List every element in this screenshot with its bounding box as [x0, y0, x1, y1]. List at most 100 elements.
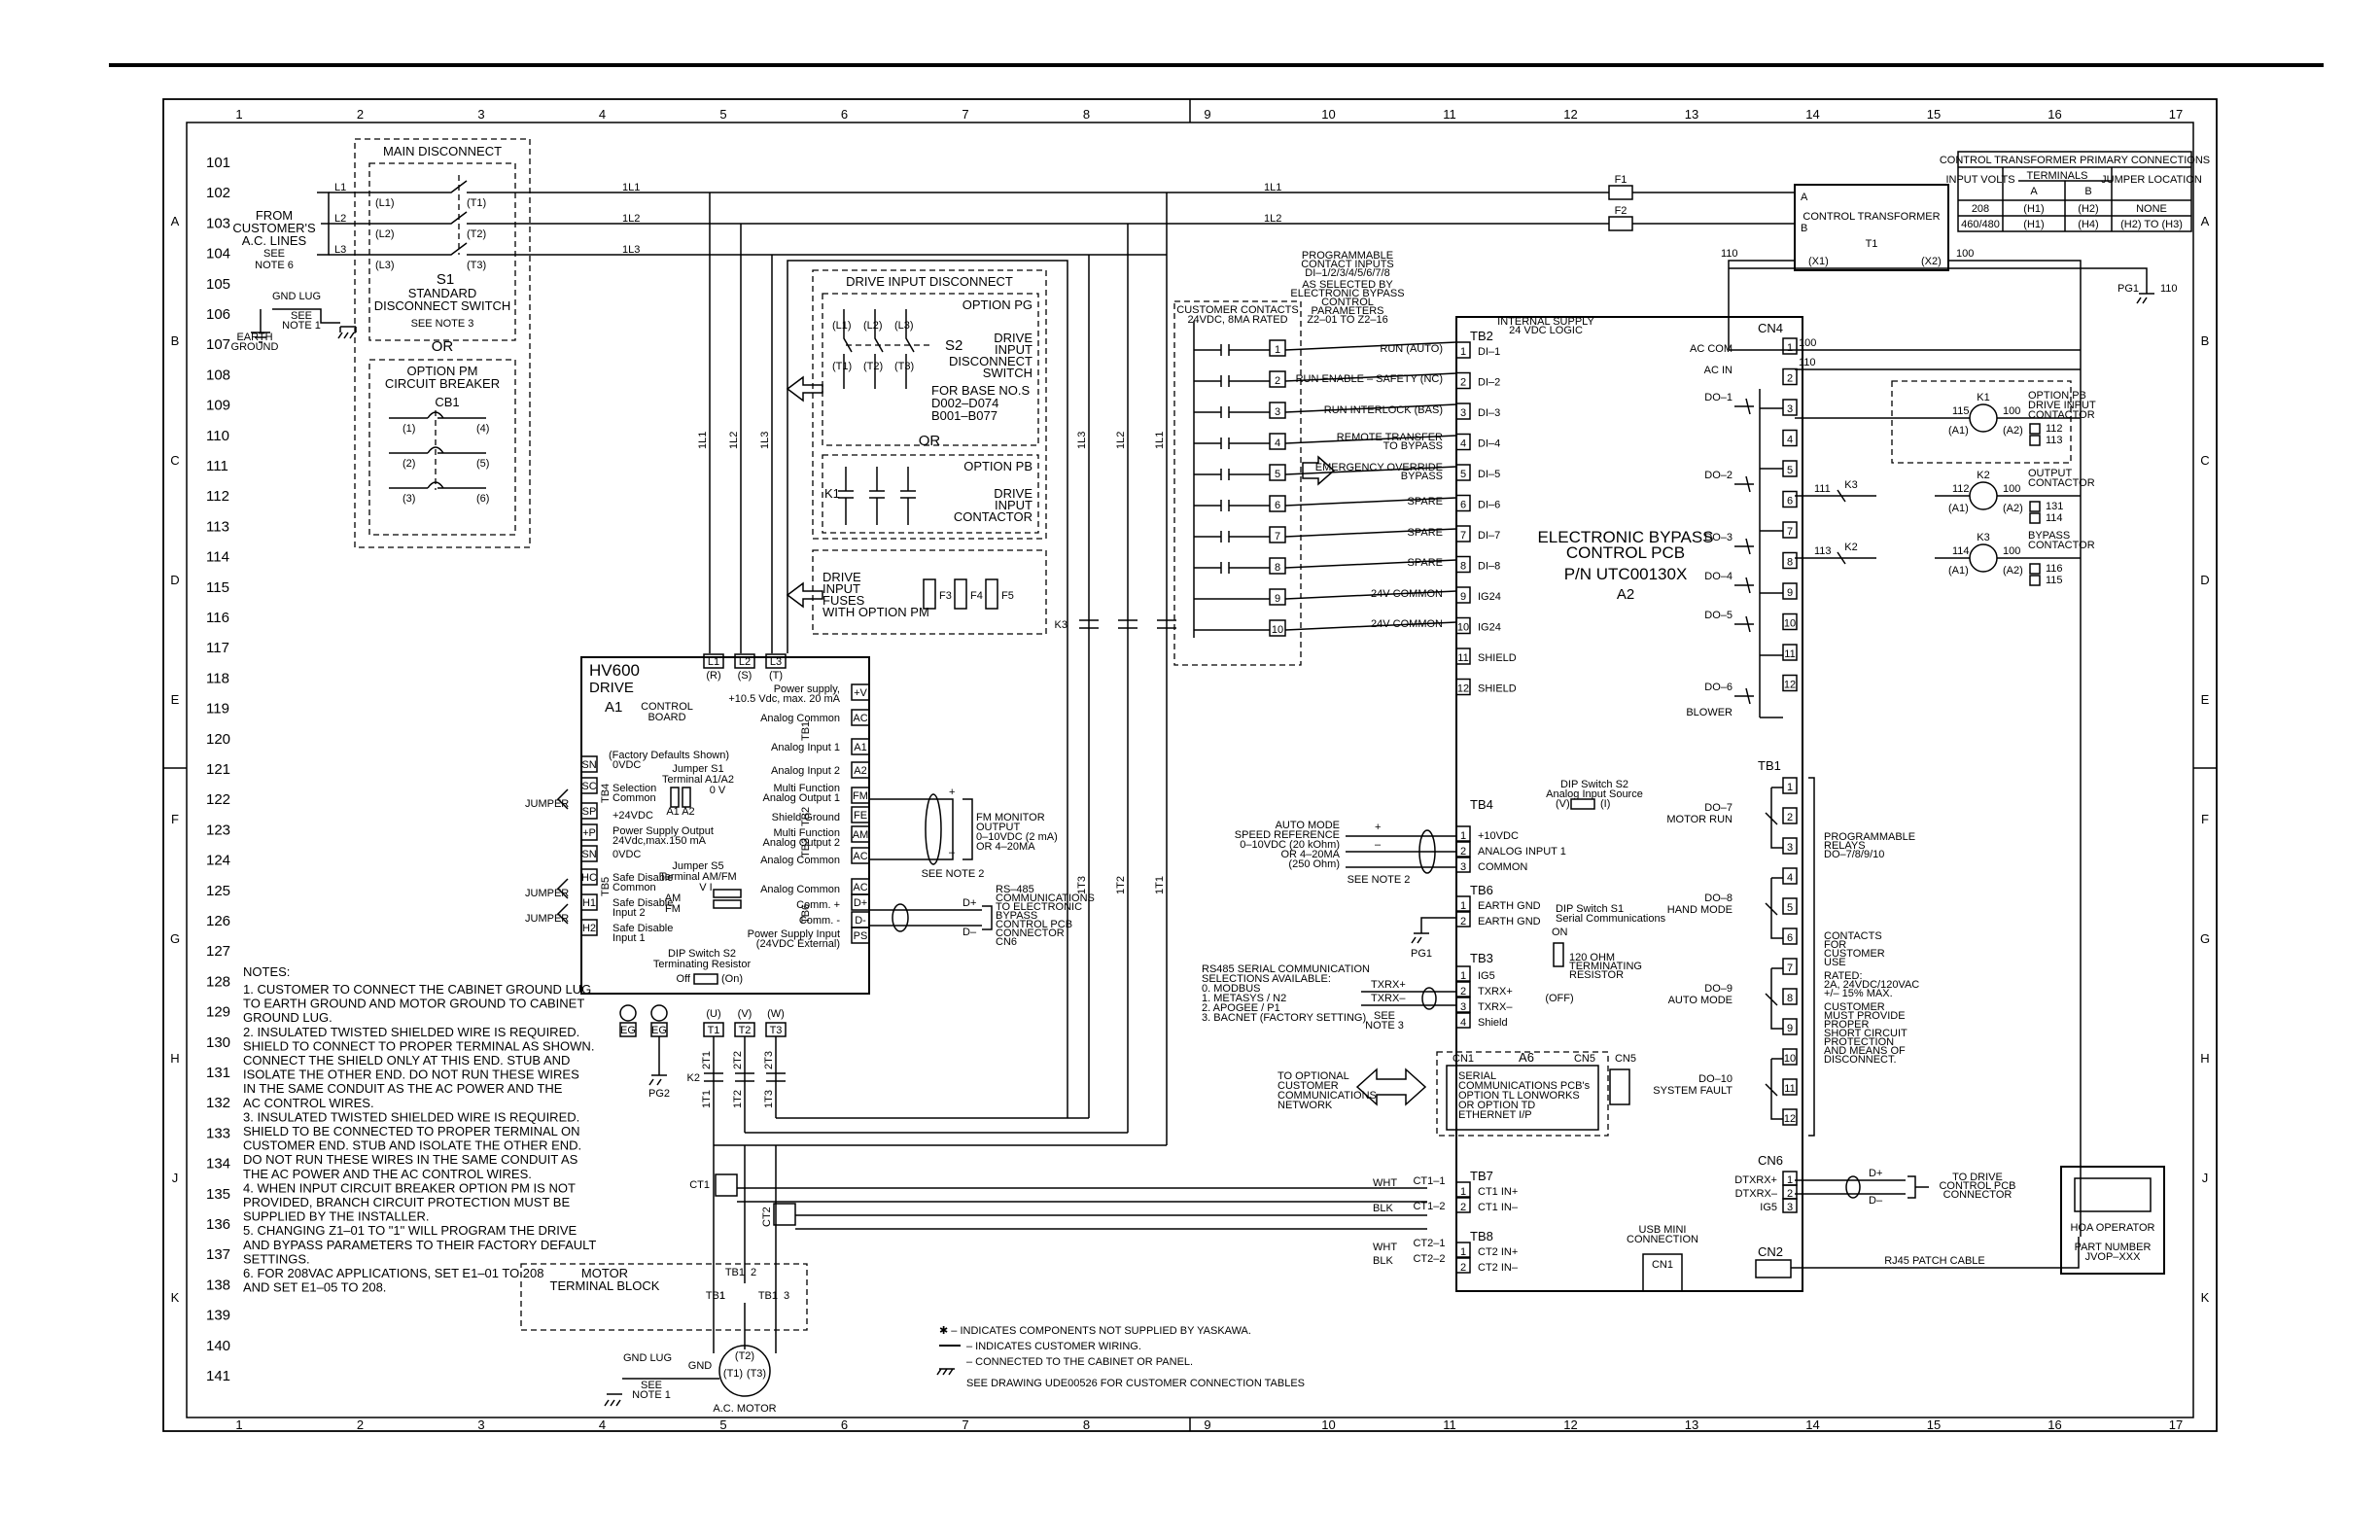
- tb6-terminal-label: EARTH GND: [1478, 916, 1541, 928]
- contact-terminal: [1269, 495, 1286, 512]
- cn4-terminal: [1782, 337, 1798, 355]
- svg-text:PG2: PG2: [648, 1088, 670, 1100]
- svg-text:T2: T2: [739, 1025, 752, 1036]
- di-function: EMERGENCY OVERRIDE: [1315, 462, 1443, 473]
- svg-text:D+: D+: [962, 897, 976, 909]
- column-label: 16: [2048, 1418, 2061, 1432]
- svg-text:TXRX–: TXRX–: [1371, 993, 1406, 1004]
- tb6-terminal-number: 1: [1460, 900, 1466, 912]
- contact: [1194, 375, 1270, 387]
- do-label: DO–7: [1704, 802, 1732, 814]
- svg-text:Power Supply Input(24VDC Exter: Power Supply Input(24VDC External): [748, 928, 840, 950]
- note-line: THE AC POWER AND THE AC CONTROL WIRES.: [243, 1167, 532, 1181]
- tb3-terminal-number: 4: [1460, 1017, 1466, 1029]
- cn4-terminal-number: 7: [1787, 526, 1793, 538]
- tb6-terminal: [1455, 911, 1471, 928]
- svg-text:GND LUG: GND LUG: [623, 1352, 672, 1364]
- column-label: 14: [1805, 1418, 1819, 1432]
- svg-text:0VDC: 0VDC: [612, 759, 641, 771]
- contact-wire: [1284, 590, 1457, 600]
- column-label: 1: [235, 1418, 242, 1432]
- contact: [1194, 438, 1270, 449]
- do-label: DO–8: [1704, 892, 1732, 904]
- column-label: 10: [1321, 107, 1335, 122]
- row-label: B: [171, 333, 180, 348]
- line-number: 130: [206, 1034, 230, 1051]
- tb8-terminal-label: CT2 IN+: [1478, 1246, 1518, 1258]
- cn4-terminal: [1782, 399, 1798, 416]
- relay-contact: [1734, 538, 1754, 555]
- column-label: 2: [357, 1418, 364, 1432]
- aux-contact-number: 116: [2046, 563, 2063, 575]
- aux-contact-box: [2029, 435, 2041, 446]
- svg-text:EG: EG: [620, 1025, 636, 1036]
- column-label: 12: [1563, 107, 1577, 122]
- svg-text:DRIVE: DRIVE: [589, 680, 634, 696]
- row-label: H: [170, 1051, 179, 1066]
- column-label: 7: [962, 1418, 968, 1432]
- svg-text:TB8: TB8: [1470, 1229, 1493, 1243]
- tb1-terminal-number: 3: [1787, 842, 1793, 854]
- cn6-terminal-number: 3: [1787, 1202, 1793, 1213]
- cn4-terminal: [1782, 368, 1798, 386]
- drive-terminal: [851, 787, 870, 804]
- contact-terminal: [1269, 370, 1286, 388]
- svg-text:HOA OPERATOR: HOA OPERATOR: [2070, 1222, 2154, 1234]
- contact-wire: [1284, 621, 1457, 631]
- column-label: 7: [962, 107, 968, 122]
- line-number: 103: [206, 215, 230, 231]
- svg-text:100: 100: [1956, 248, 1974, 260]
- tb6-terminal-label: EARTH GND: [1478, 900, 1541, 912]
- tb2-terminal-number: 3: [1460, 407, 1466, 419]
- line-number: 138: [206, 1277, 230, 1293]
- drive-terminal-label: SN: [581, 849, 596, 860]
- line-number: 123: [206, 822, 230, 838]
- tb8-terminal: [1455, 1257, 1471, 1274]
- line-number: 122: [206, 791, 230, 808]
- svg-text:TB2: TB2: [800, 807, 812, 826]
- svg-text:CT1–2: CT1–2: [1413, 1201, 1445, 1212]
- table-cell: (H2): [2078, 203, 2098, 215]
- wire-number: 100: [2003, 545, 2020, 557]
- row-label: J: [172, 1171, 179, 1185]
- line-number: 128: [206, 973, 230, 990]
- contact-terminal: [1269, 402, 1286, 419]
- line-number: 102: [206, 185, 230, 201]
- svg-text:CN1: CN1: [1452, 1053, 1474, 1065]
- svg-text:Analog Input 2: Analog Input 2: [771, 765, 840, 777]
- svg-text:(1): (1): [402, 423, 415, 435]
- relay-contact: [1734, 398, 1754, 415]
- line-number: 105: [206, 276, 230, 293]
- aux-contact-box: [2029, 423, 2041, 435]
- wire-number: 111: [1814, 483, 1831, 495]
- tb2-terminal-number: 9: [1460, 591, 1466, 603]
- coil-terminal: (A1): [1948, 425, 1969, 437]
- do-label: DO–1: [1704, 392, 1732, 403]
- contactor-desc: CONTACTOR: [2028, 477, 2095, 489]
- svg-text:D–: D–: [962, 927, 977, 938]
- contact-terminal: [1269, 464, 1286, 481]
- tb4-terminal: [1455, 841, 1471, 858]
- svg-text:– CONNECTED TO THE CABINET OR: – CONNECTED TO THE CABINET OR PANEL.: [966, 1356, 1193, 1368]
- drive-terminal-label: AC: [853, 851, 867, 862]
- note-line: PROVIDED, BRANCH CIRCUIT PROTECTION MUST…: [243, 1195, 570, 1209]
- svg-text:(T3): (T3): [747, 1368, 766, 1380]
- drive-terminal: [580, 919, 598, 936]
- tb7-terminal: [1455, 1181, 1471, 1198]
- row-label: A: [2201, 214, 2210, 228]
- line-number: 107: [206, 336, 230, 353]
